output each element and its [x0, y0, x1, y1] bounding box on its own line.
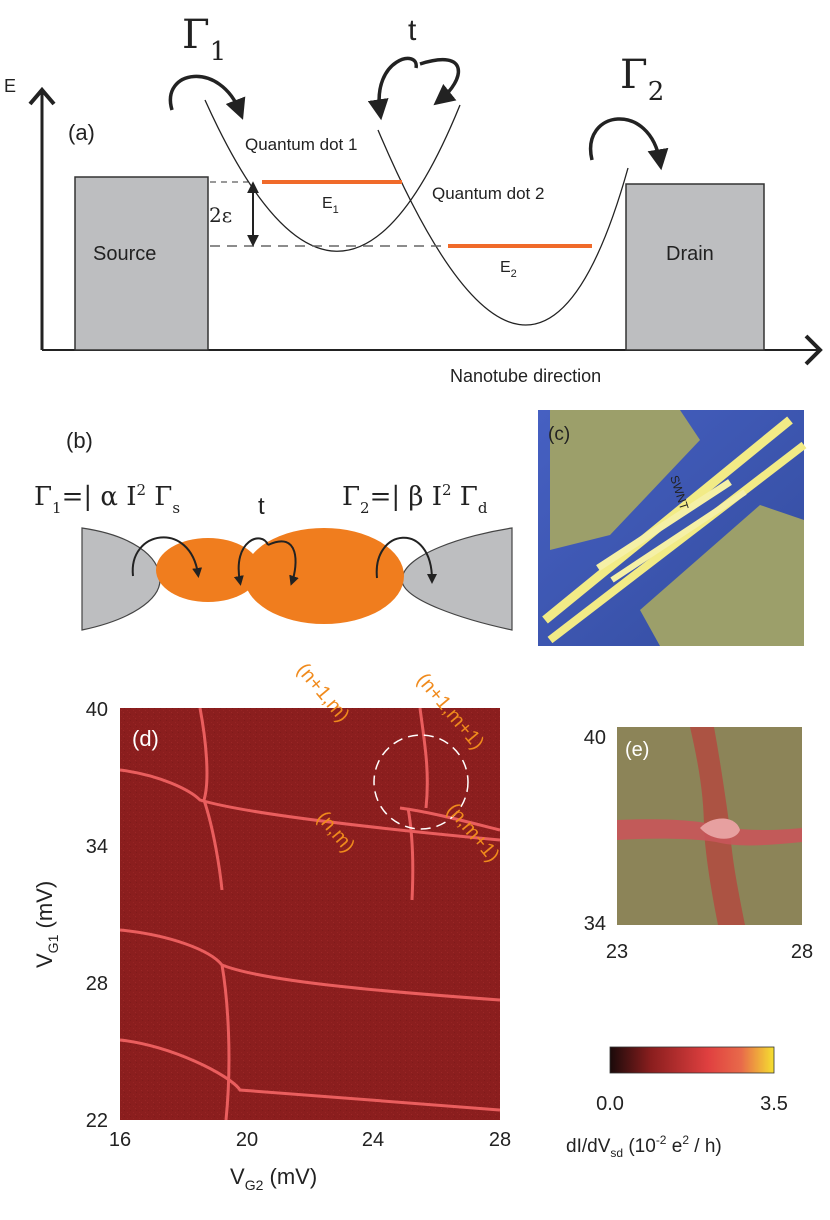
x-tick-e-right: 28: [791, 941, 813, 963]
t-arrow-b-right-icon: [267, 540, 299, 586]
e1-label: E1: [322, 195, 339, 216]
heatmap-e-center: [700, 818, 740, 839]
t-label-b: t: [258, 493, 265, 520]
colorbar-label: dI/dVsd (10-2 e2 / h): [566, 1133, 722, 1160]
panel-e: (e) 40 34 23 28: [584, 727, 813, 963]
x-tick: 24: [362, 1129, 384, 1151]
panel-a: E (a) Nanotube direction Source Drain 2ε…: [4, 12, 823, 386]
y-ticks-d: 22 28 34 40: [86, 699, 108, 1132]
wire-bottom: [547, 441, 807, 644]
panel-d-label: (d): [132, 726, 159, 751]
line-6: [418, 708, 429, 809]
panel-e-label: (e): [625, 739, 649, 761]
gamma1-label: Γ1: [182, 12, 226, 67]
panel-d: (d) (n+1,m) (n+1,m+1) (n,m) (n,m+1) 16 2…: [32, 659, 511, 1193]
epsilon-label: 2ε: [209, 203, 232, 227]
dot1-b: [156, 538, 260, 602]
line-1: [120, 768, 500, 842]
line-2: [120, 928, 500, 1002]
colorbar: 0.0 3.5 dI/dVsd (10-2 e2 / h): [566, 1046, 788, 1160]
gamma1-arrow-b-icon: [131, 536, 203, 578]
t-arrow-left-icon: [367, 56, 418, 121]
dot2-label: Quantum dot 2: [432, 184, 544, 203]
line-9: [399, 806, 500, 832]
x-tick: 16: [109, 1129, 131, 1151]
y-tick: 28: [86, 973, 108, 995]
dot1-label: Quantum dot 1: [245, 135, 357, 154]
x-tick-e-left: 23: [606, 941, 628, 963]
y-tick: 34: [86, 836, 108, 858]
line-3: [198, 708, 209, 801]
panel-a-label: (a): [68, 120, 95, 145]
lower-pad: [640, 505, 804, 646]
t-label-a: t: [408, 14, 417, 47]
source-lead: [74, 176, 209, 351]
t-arrow-b-left-icon: [233, 537, 269, 586]
colorbar-max: 3.5: [760, 1093, 788, 1115]
dot1-well: [204, 99, 461, 252]
energy-axis-arrow-icon: [28, 86, 56, 106]
line-4: [202, 799, 224, 891]
wire-mid: [596, 479, 732, 571]
panel-b-label: (b): [66, 428, 93, 453]
left-lead-b: [81, 527, 161, 631]
line-7: [406, 807, 415, 901]
gamma2-arrow-b-icon: [375, 536, 437, 584]
line-8: [120, 1038, 500, 1112]
energy-axis-label: E: [4, 76, 16, 96]
dot2-well: [377, 129, 629, 326]
line-5: [220, 964, 231, 1120]
wire-mid2: [610, 489, 747, 583]
anticrossing-circle: [373, 734, 469, 830]
upper-pad: [550, 410, 700, 550]
gamma1-formula: Γ1=| α I2 Γs: [34, 481, 180, 517]
heatmap-d: [120, 708, 500, 1120]
gamma2-formula: Γ2=| β I2 Γd: [342, 481, 488, 517]
y-tick: 40: [86, 699, 108, 721]
panel-c: (c) SWNT: [538, 410, 807, 646]
dot2-b: [244, 528, 404, 624]
direction-label: Nanotube direction: [450, 366, 601, 386]
gamma2-label: Γ2: [620, 52, 664, 107]
e2-label: E2: [500, 259, 517, 280]
y-tick-e-bottom: 34: [584, 913, 606, 935]
drain-label: Drain: [666, 243, 714, 265]
gamma2-arrow-icon: [588, 117, 669, 171]
x-axis-label-d: VG2 (mV): [230, 1164, 317, 1193]
t-arrow-right-icon: [419, 57, 461, 106]
drain-lead: [625, 183, 765, 351]
x-tick: 20: [236, 1129, 258, 1151]
y-tick: 22: [86, 1110, 108, 1132]
heatmap-d-lines: [120, 708, 500, 1120]
x-tick: 28: [489, 1129, 511, 1151]
y-axis-label-d: VG1 (mV): [32, 881, 61, 968]
source-label: Source: [93, 243, 156, 265]
colorbar-min: 0.0: [596, 1093, 624, 1115]
panel-c-label: (c): [548, 424, 570, 445]
direction-axis-arrow-icon: [804, 334, 823, 366]
panel-b: (b) Γ1=| α I2 Γs Γ2=| β I2 Γd t: [34, 428, 513, 631]
y-tick-e-top: 40: [584, 727, 606, 749]
x-ticks-d: 16 20 24 28: [109, 1129, 511, 1151]
gamma1-arrow-icon: [168, 74, 246, 120]
colorbar-gradient: [609, 1046, 775, 1074]
